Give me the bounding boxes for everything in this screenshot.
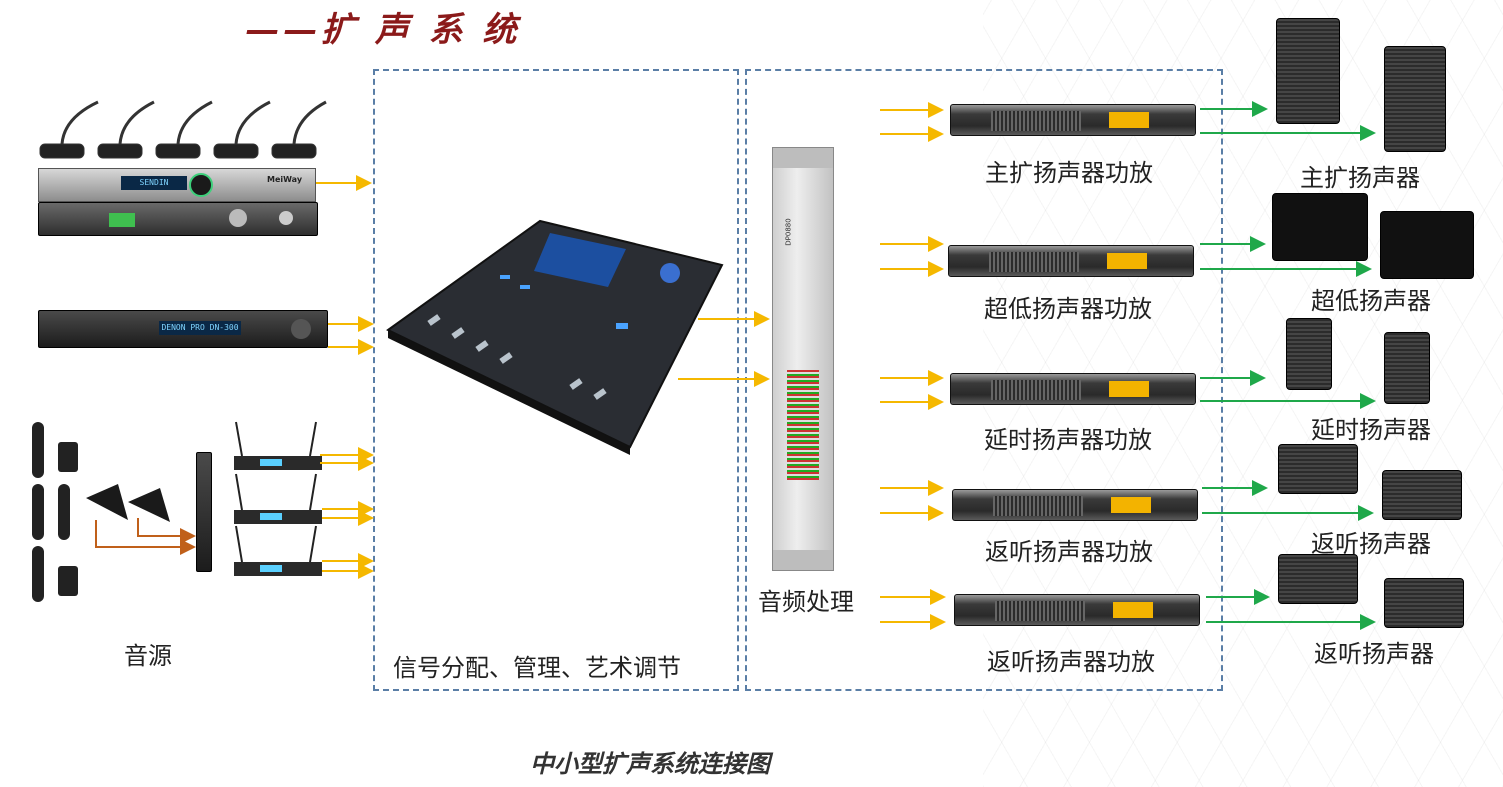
amplifier-label: 返听扬声器功放 [987, 648, 1155, 676]
speaker-label: 延时扬声器 [1311, 416, 1431, 444]
digital-mixer-console [386, 219, 724, 455]
rack-ear-top [773, 148, 833, 168]
subwoofer-right [1380, 211, 1474, 279]
cd-player-unit: DENON PRO DN-300 [38, 310, 328, 348]
gooseneck-mic-icons [39, 100, 327, 159]
bodypack-icon [58, 566, 78, 596]
monitor-speaker-1b [1382, 470, 1462, 520]
handheld-mic-icon [58, 484, 70, 540]
antenna-paddles-icon [86, 484, 170, 522]
receiver-icons [234, 421, 322, 576]
antenna-distributor [196, 452, 212, 572]
speaker-label: 返听扬声器 [1314, 640, 1434, 668]
amplifier-delay [950, 373, 1196, 405]
bodypack-icon [58, 442, 78, 472]
delay-speaker-right [1384, 332, 1430, 404]
processor-label: 音频处理 [758, 588, 854, 616]
wireless-handheld-mics [28, 418, 88, 608]
diagram-caption: 中小型扩声系统连接图 [530, 750, 770, 778]
terminal-block-icon [109, 213, 135, 227]
audio-processor-unit: DP0880 [772, 147, 834, 571]
monitor-speaker-1a [1278, 444, 1358, 494]
amplifier-main [950, 104, 1196, 136]
xlr-connector-icon [229, 209, 247, 227]
amplifier-sub [948, 245, 1194, 277]
speaker-label: 主扩扬声器 [1300, 164, 1420, 192]
amplifier-label: 超低扬声器功放 [984, 295, 1152, 323]
monitor-speaker-2b [1384, 578, 1464, 628]
main-speaker-right [1384, 46, 1446, 152]
handheld-mic-icon [32, 484, 44, 540]
amplifier-monitor-1 [952, 489, 1198, 521]
amplifier-label: 返听扬声器功放 [985, 538, 1153, 566]
main-speaker-left [1276, 18, 1340, 124]
source-label: 音源 [124, 642, 172, 670]
handheld-mic-icon [32, 546, 44, 602]
conference-host-unit: SENDIN MeiWay [38, 168, 316, 202]
delay-speaker-left [1286, 318, 1332, 390]
amplifier-label: 主扩扬声器功放 [985, 159, 1153, 187]
page-title: ——扩 声 系 统 [245, 10, 521, 50]
level-meter-panel [787, 370, 819, 480]
amplifier-label: 延时扬声器功放 [984, 426, 1152, 454]
cd-player-display: DENON PRO DN-300 [159, 321, 241, 335]
handheld-mic-icon [32, 422, 44, 478]
wireless-receivers [230, 420, 325, 580]
amplifier-monitor-2 [954, 594, 1200, 626]
jog-wheel-icon [291, 319, 311, 339]
subwoofer-left [1272, 193, 1368, 261]
conference-host-rear-panel [38, 202, 318, 236]
speaker-label: 返听扬声器 [1311, 530, 1431, 558]
speaker-label: 超低扬声器 [1311, 287, 1431, 315]
mixer-group-label: 信号分配、管理、艺术调节 [393, 654, 681, 682]
conference-microphones [38, 98, 328, 162]
monitor-speaker-2a [1278, 554, 1358, 604]
conference-host-display: SENDIN [121, 176, 187, 190]
brand-label: MeiWay [267, 175, 303, 184]
power-knob-icon [189, 173, 213, 197]
rack-ear-bottom [773, 550, 833, 570]
bnc-connector-icon [279, 211, 293, 225]
